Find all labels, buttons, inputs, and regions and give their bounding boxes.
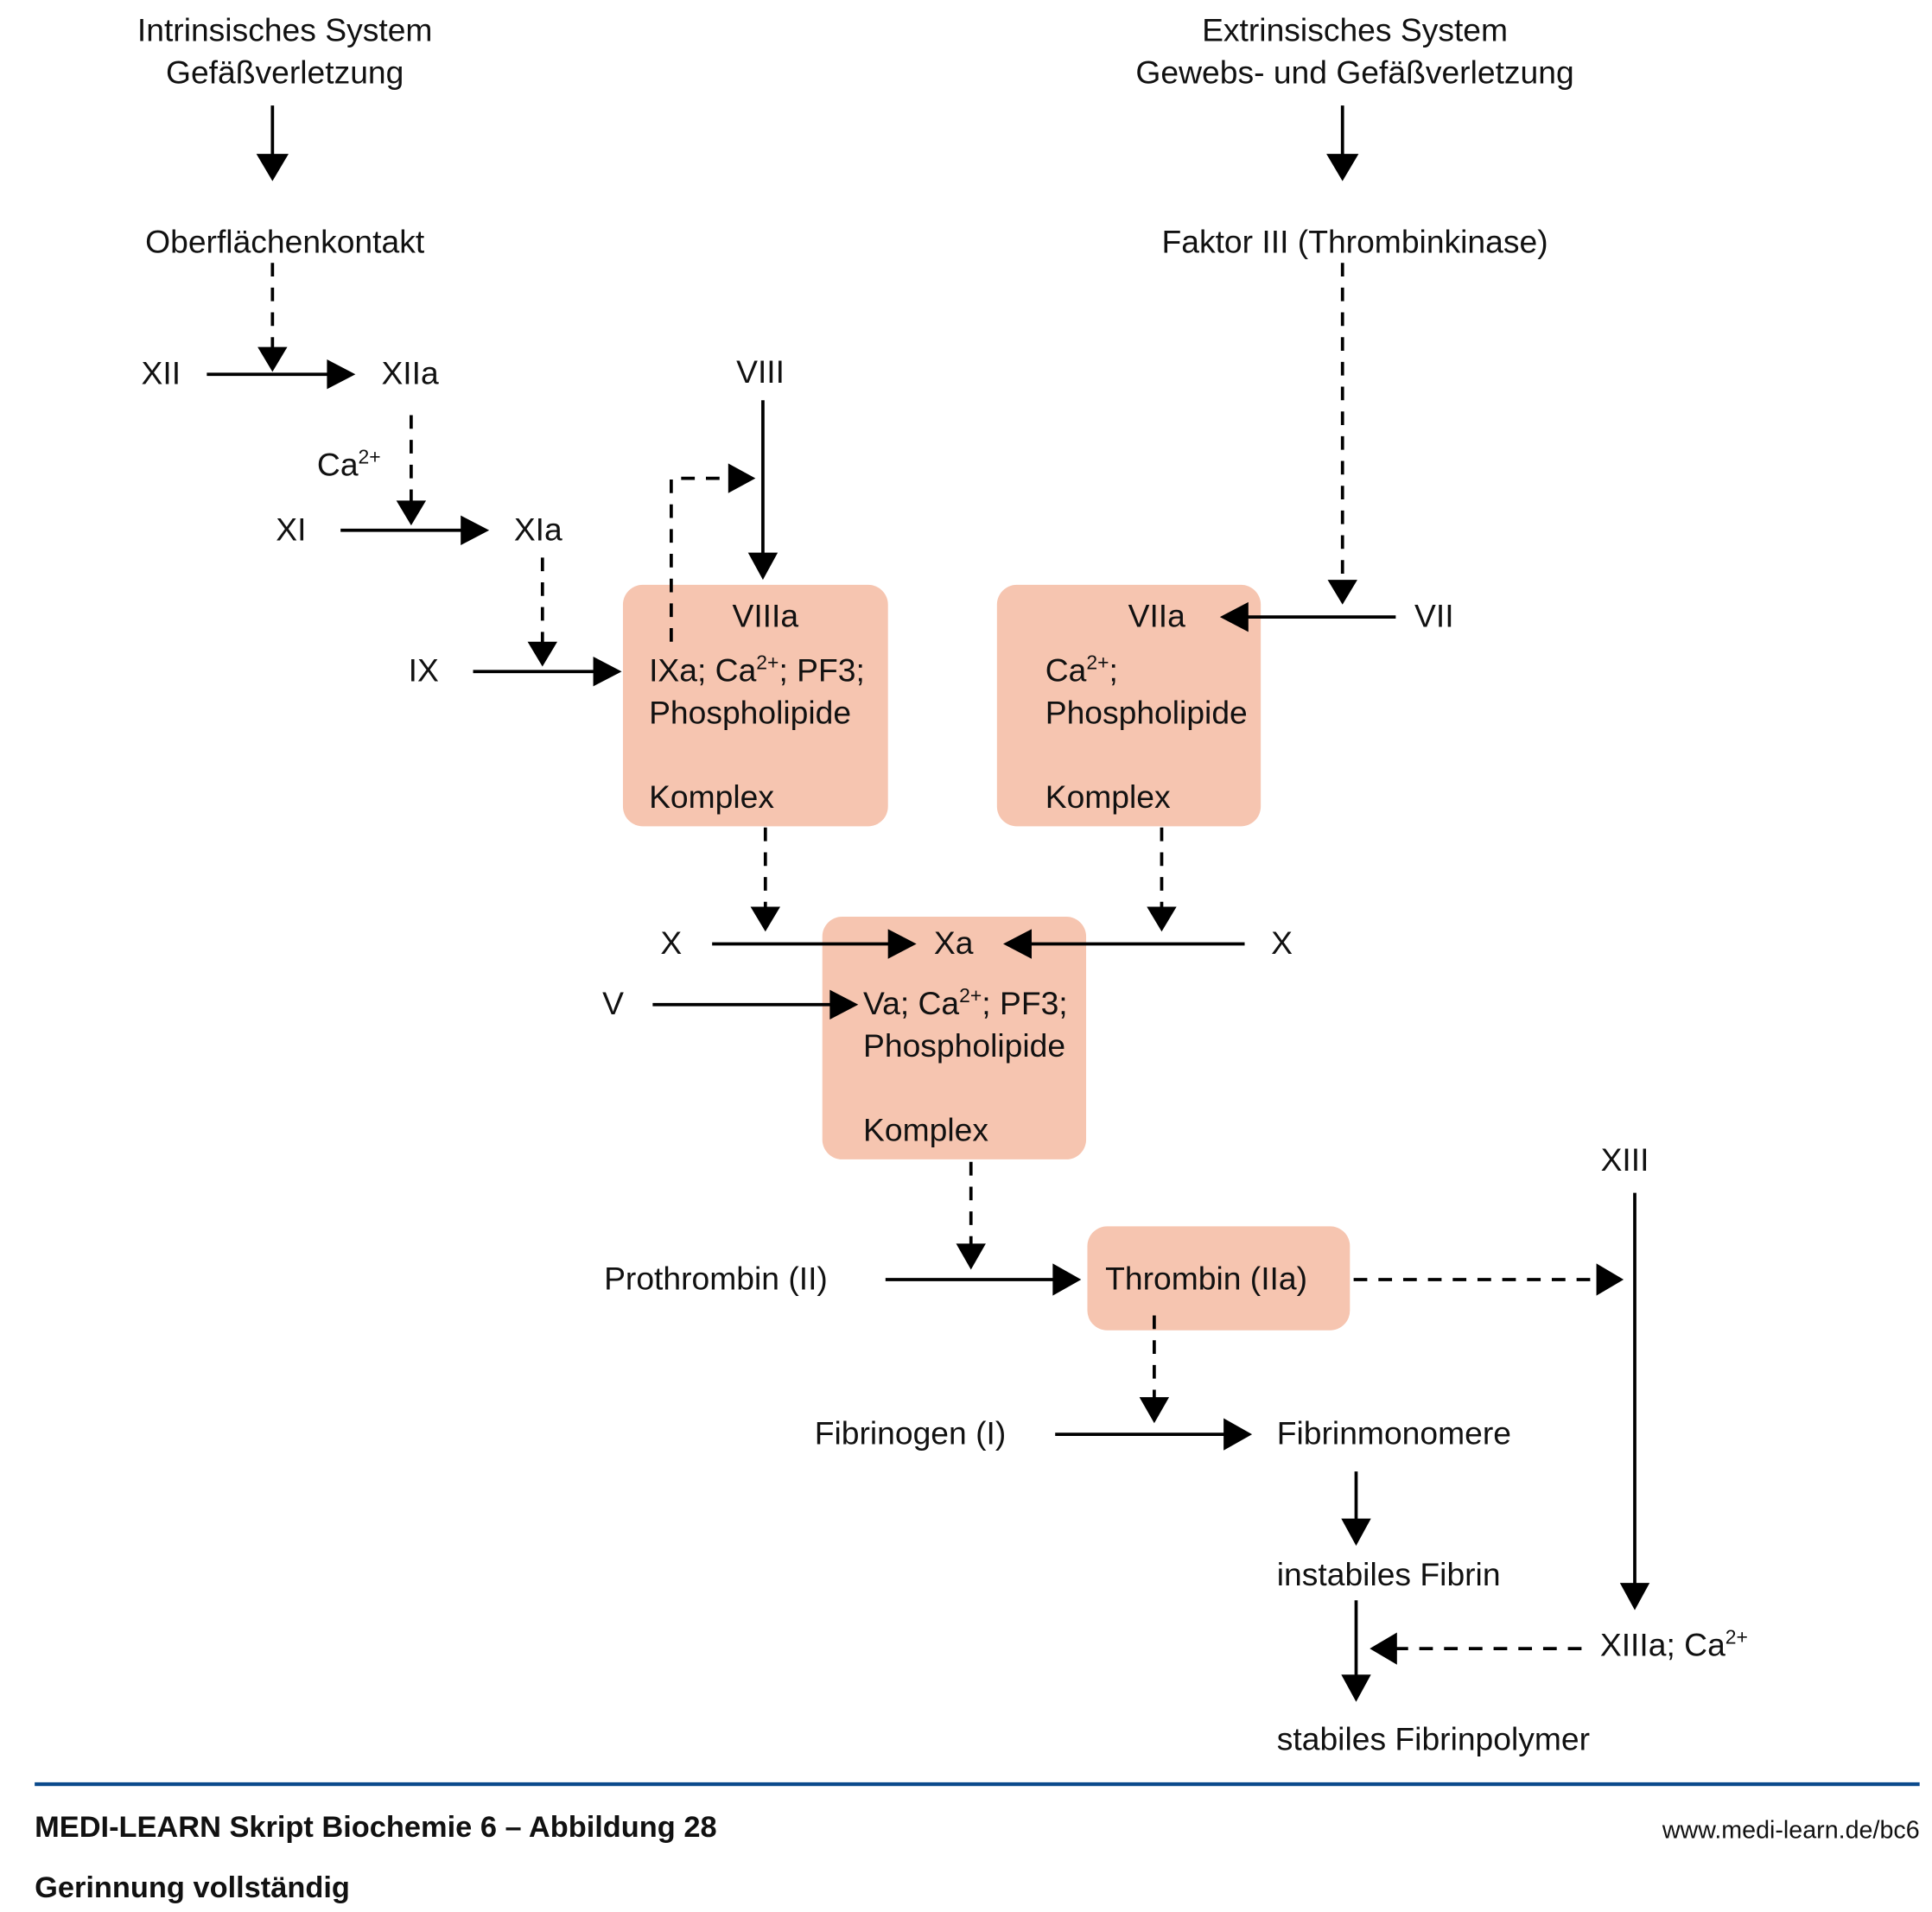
arrowhead-icon — [1327, 580, 1357, 605]
calcium-charge: 2+ — [756, 651, 779, 673]
dashed-arrow-ixa-activates-viii — [670, 476, 734, 642]
arrowhead-icon — [1596, 1263, 1624, 1296]
calcium-text: Ca — [1045, 652, 1087, 689]
factor-vii-label: VII — [1414, 598, 1454, 634]
separator: ; — [1109, 652, 1117, 689]
complex-cofactors-rest: ; PF3; — [982, 985, 1067, 1021]
extrinsic-system-title: Extrinsisches System — [1202, 12, 1508, 48]
factor-viii-label: VIII — [736, 353, 785, 390]
prothrombin-label: Prothrombin (II) — [604, 1260, 828, 1296]
figure-title: MEDI-LEARN Skript Biochemie 6 – Abbildun… — [35, 1811, 716, 1844]
extrinsic-complex-line3: Komplex — [1045, 778, 1171, 815]
calcium-charge: 2+ — [1086, 651, 1109, 673]
calcium-charge: 2+ — [959, 984, 982, 1007]
calcium-label: Ca2+ — [317, 445, 381, 482]
arrowhead-icon — [1219, 601, 1249, 632]
factor-x-right-label: X — [1271, 924, 1293, 961]
arrowhead-icon — [1370, 1632, 1397, 1665]
arrowhead-icon — [1341, 1518, 1371, 1547]
xa-complex-line3: Komplex — [863, 1111, 988, 1147]
unstable-fibrin-label: instabiles Fibrin — [1277, 1556, 1501, 1592]
factor-xiia-label: XIIa — [381, 355, 439, 391]
factor-x-left-label: X — [660, 924, 682, 961]
arrowhead-icon — [256, 154, 289, 181]
viia-label: VIIa — [1128, 598, 1186, 634]
complex-box-xa — [822, 917, 1087, 1159]
complex-cofactors: Va; Ca — [863, 985, 959, 1021]
factor-xi-label: XI — [276, 511, 306, 547]
complex-box-intrinsic — [622, 584, 888, 827]
figure-subtitle: Gerinnung vollständig — [35, 1871, 350, 1904]
arrowhead-icon — [1139, 1397, 1170, 1424]
arrowhead-icon — [887, 929, 917, 959]
fibrinogen-label: Fibrinogen (I) — [815, 1415, 1007, 1451]
fibrin-monomer-label: Fibrinmonomere — [1277, 1415, 1511, 1451]
arrowhead-icon — [750, 906, 780, 932]
xa-label: Xa — [934, 924, 974, 961]
arrowhead-icon — [1326, 154, 1359, 181]
arrowhead-icon — [461, 515, 490, 545]
complex-cofactors: IXa; Ca — [649, 652, 757, 689]
arrowhead-icon — [1223, 1418, 1253, 1451]
extrinsic-complex-line1: Ca2+; — [1045, 651, 1118, 688]
intrinsic-complex-line3: Komplex — [649, 778, 774, 815]
calcium-text: Ca — [317, 447, 359, 483]
arrowhead-icon — [327, 359, 356, 390]
arrowhead-icon — [1619, 1583, 1650, 1610]
arrowhead-icon — [1341, 1674, 1371, 1702]
arrowhead-icon — [527, 641, 557, 667]
arrowhead-icon — [1003, 929, 1032, 959]
arrowhead-icon — [747, 552, 779, 581]
thrombin-box — [1087, 1226, 1350, 1331]
calcium-charge: 2+ — [359, 445, 381, 467]
extrinsic-complex-line2: Phospholipide — [1045, 694, 1248, 730]
arrowhead-icon — [728, 463, 756, 493]
intrinsic-system-subtitle: Gefäßverletzung — [166, 54, 404, 90]
complex-box-extrinsic — [996, 584, 1262, 827]
arrowhead-icon — [956, 1243, 986, 1270]
xiiia-label: XIIIa; Ca2+ — [1600, 1625, 1748, 1662]
arrowhead-icon — [396, 500, 427, 526]
calcium-charge: 2+ — [1725, 1625, 1748, 1648]
factor-xia-label: XIa — [514, 511, 562, 547]
arrowhead-icon — [257, 346, 288, 372]
factor-v-label: V — [602, 985, 624, 1021]
arrowhead-icon — [593, 657, 622, 687]
extrinsic-system-subtitle: Gewebs- und Gefäßverletzung — [1135, 54, 1573, 90]
factor-ix-label: IX — [409, 652, 439, 689]
factor-xiii-label: XIII — [1601, 1141, 1649, 1178]
viiia-label: VIIIa — [732, 598, 798, 634]
thrombin-label: Thrombin (IIa) — [1105, 1260, 1307, 1296]
xiiia-text: XIIIa; Ca — [1600, 1627, 1725, 1663]
intrinsic-system-title: Intrinsisches System — [137, 12, 433, 48]
intrinsic-complex-line2: Phospholipide — [649, 694, 851, 730]
xa-complex-line1: Va; Ca2+; PF3; — [863, 984, 1068, 1021]
factor-iii-label: Faktor III (Thrombinkinase) — [1161, 224, 1548, 260]
xa-complex-line2: Phospholipide — [863, 1027, 1065, 1064]
source-url[interactable]: www.medi-learn.de/bc6 — [1662, 1816, 1920, 1844]
intrinsic-complex-line1: IXa; Ca2+; PF3; — [649, 651, 865, 688]
arrowhead-icon — [1147, 906, 1177, 932]
arrowhead-icon — [829, 989, 859, 1020]
footer-rule — [35, 1782, 1920, 1787]
stable-fibrin-label: stabiles Fibrinpolymer — [1277, 1721, 1590, 1757]
surface-contact-label: Oberflächenkontakt — [145, 224, 425, 260]
factor-xii-label: XII — [142, 355, 181, 391]
arrowhead-icon — [1052, 1263, 1082, 1296]
complex-cofactors-rest: ; PF3; — [779, 652, 864, 689]
